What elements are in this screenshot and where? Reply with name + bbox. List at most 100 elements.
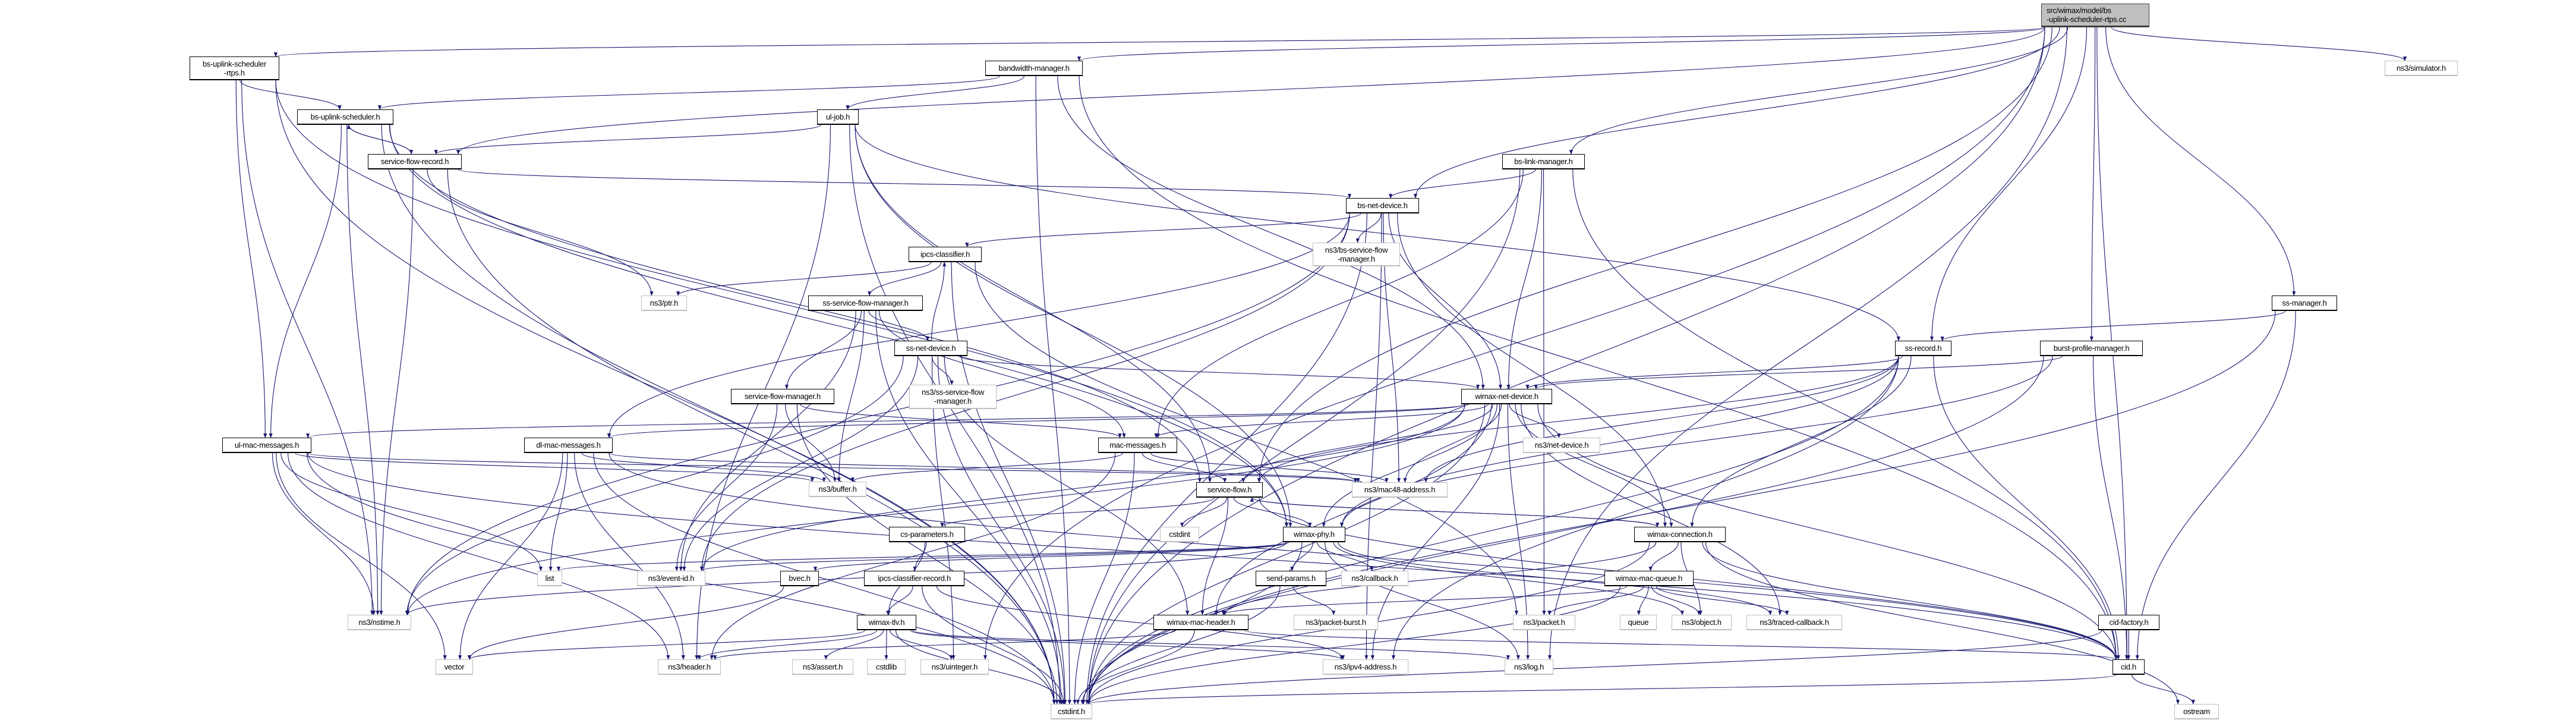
node-ns3-assert-h[interactable]: ns3/assert.h	[792, 659, 853, 675]
node-cs-parameters-h[interactable]: cs-parameters.h	[889, 527, 965, 542]
edge-uljob-to-sfr	[434, 124, 821, 155]
node-list[interactable]: list	[537, 571, 562, 586]
node-service-flow-manager-h[interactable]: service-flow-manager.h	[731, 389, 834, 404]
node-ss-net-device-h[interactable]: ss-net-device.h	[894, 341, 967, 356]
edge-sf-to-wmh	[1200, 497, 1229, 615]
edge-sfm-to-buffer	[785, 404, 837, 482]
edge-wconn-to-ostream	[1705, 542, 2180, 705]
edge-tlv-to-ipv4	[910, 630, 1344, 660]
edge-rtps_h-to-nstime	[241, 80, 374, 615]
edge-dlmm-to-cid	[608, 452, 2118, 660]
edge-wmq-to-queue	[1637, 586, 1649, 615]
node-ns3-uinteger-h[interactable]: ns3/uinteger.h	[920, 659, 989, 675]
node-send-params-h[interactable]: send-params.h	[1256, 571, 1326, 586]
node-ss-service-flow-manager-h[interactable]: ss-service-flow-manager.h	[808, 296, 923, 311]
node-ns3-net-device-h[interactable]: ns3/net-device.h	[1523, 438, 1600, 453]
edge-wmh-to-stdint	[1076, 630, 1195, 705]
edge-blm-to-wnd	[1506, 169, 1542, 389]
node-cid-factory-h[interactable]: cid-factory.h	[2098, 615, 2159, 630]
edge-ssfm-to-sfm	[784, 310, 862, 389]
node-mac-messages-h[interactable]: mac-messages.h	[1098, 438, 1177, 453]
node-ns3-packet-burst-h[interactable]: ns3/packet-burst.h	[1294, 615, 1378, 630]
edge-main-to-bwm	[1077, 27, 2045, 61]
edge-bwm-to-wnd	[1057, 76, 1485, 389]
edge-uljob-to-ssrec	[855, 124, 1901, 341]
edge-ipcs-to-packet	[975, 262, 1519, 615]
edge-wnd-to-mac48	[1403, 404, 1502, 483]
edge-phy-to-callback	[1317, 542, 1374, 571]
node-burst-profile-manager-h[interactable]: burst-profile-manager.h	[2040, 341, 2143, 356]
edge-blm-to-mm	[1156, 169, 1524, 438]
node-service-flow-record-h[interactable]: service-flow-record.h	[368, 154, 462, 169]
node-ns3-ptr-h[interactable]: ns3/ptr.h	[641, 296, 687, 311]
edge-bpm-to-stdint	[1086, 356, 2044, 705]
node-bs-uplink-scheduler-rtps-h[interactable]: bs-uplink-scheduler -rtps.h	[190, 56, 279, 80]
node-cid-h[interactable]: cid.h	[2112, 659, 2145, 675]
node-ns3-buffer-h[interactable]: ns3/buffer.h	[809, 482, 866, 497]
edge-mm-to-header	[710, 452, 1116, 660]
edge-rtps_h-to-ulmm	[235, 80, 267, 438]
node-bs-link-manager-h[interactable]: bs-link-manager.h	[1502, 154, 1585, 169]
node-ns3-ipv4-address-h[interactable]: ns3/ipv4-address.h	[1323, 659, 1408, 675]
node-ns3-object-h[interactable]: ns3/object.h	[1672, 615, 1732, 630]
node-wimax-mac-queue-h[interactable]: wimax-mac-queue.h	[1604, 571, 1694, 586]
node-ss-record-h[interactable]: ss-record.h	[1895, 341, 1951, 356]
edge-main-to-bnd	[1413, 27, 2060, 199]
edge-ssmgr-to-ssrec	[1940, 310, 2286, 341]
node-ns3-traced-callback-h[interactable]: ns3/traced-callback.h	[1746, 615, 1842, 630]
node-ss-manager-h[interactable]: ss-manager.h	[2272, 296, 2337, 311]
node-ostream[interactable]: ostream	[2174, 704, 2219, 719]
edge-wnd-to-sf	[1241, 404, 1493, 483]
edge-sfr-to-nstime	[379, 169, 414, 615]
edge-bwm-to-cid	[1079, 76, 2118, 660]
node-ns3-event-id-h[interactable]: ns3/event-id.h	[637, 571, 705, 586]
node-ns3-packet-h[interactable]: ns3/packet.h	[1513, 615, 1575, 630]
edge-sfm-to-eventid	[674, 404, 778, 571]
node-ns3-bs-service-flow-manager-h[interactable]: ns3/bs-service-flow -manager.h	[1313, 243, 1400, 266]
node-cstdlib[interactable]: cstdlib	[867, 659, 906, 675]
node-wimax-tlv-h[interactable]: wimax-tlv.h	[857, 615, 916, 630]
edge-main-to-sim	[2111, 27, 2407, 61]
node-service-flow-h[interactable]: service-flow.h	[1196, 482, 1263, 498]
node-ns3-nstime-h[interactable]: ns3/nstime.h	[348, 615, 411, 630]
node-cstdint[interactable]: cstdint	[1160, 527, 1199, 542]
node-ipcs-classifier-record-h[interactable]: ipcs-classifier-record.h	[864, 571, 964, 586]
node-wimax-mac-header-h[interactable]: wimax-mac-header.h	[1153, 615, 1248, 630]
edge-sf-to-csp	[940, 497, 1215, 527]
node-ns3-log-h[interactable]: ns3/log.h	[1505, 659, 1553, 675]
edge-wconn-to-wmq	[1648, 542, 1679, 571]
edge-cid-to-ostream	[2132, 674, 2195, 705]
node-ns3-ss-service-flow-manager-h[interactable]: ns3/ss-service-flow -manager.h	[909, 385, 997, 409]
node-dl-mac-messages-h[interactable]: dl-mac-messages.h	[524, 438, 613, 453]
edge-bvec-to-vector	[467, 586, 784, 660]
node-queue[interactable]: queue	[1620, 615, 1657, 630]
node-wimax-connection-h[interactable]: wimax-connection.h	[1634, 527, 1726, 542]
edge-icr-to-ipv4	[936, 586, 1345, 660]
node-ns3-simulator-h[interactable]: ns3/simulator.h	[2385, 61, 2458, 76]
node-ul-job-h[interactable]: ul-job.h	[817, 109, 859, 125]
node-bandwidth-manager-h[interactable]: bandwidth-manager.h	[985, 61, 1083, 76]
node-vector[interactable]: vector	[436, 659, 473, 675]
edge-main-to-rtps_h	[274, 27, 2045, 57]
node-bvec-h[interactable]: bvec.h	[780, 571, 819, 586]
edge-main-to-stdint	[1086, 27, 2045, 705]
edge-bwm-to-stdint	[1035, 76, 1071, 705]
node-ul-mac-messages-h[interactable]: ul-mac-messages.h	[222, 438, 311, 453]
node-bs-net-device-h[interactable]: bs-net-device.h	[1346, 198, 1419, 213]
node-src-wimax-model-bs-uplink-scheduler-rtps-cc[interactable]: src/wimax/model/bs -uplink-scheduler-rtp…	[2041, 4, 2149, 27]
edge-ssmgr-to-stdint	[1086, 310, 2276, 705]
edge-cidf-to-stdint	[1087, 630, 2102, 705]
node-ipcs-classifier-h[interactable]: ipcs-classifier.h	[909, 247, 982, 262]
edge-ipcs-to-ptr	[676, 262, 932, 296]
node-wimax-phy-h[interactable]: wimax-phy.h	[1283, 527, 1345, 542]
node-cstdint-h[interactable]: cstdint.h	[1051, 704, 1092, 719]
node-wimax-net-device-h[interactable]: wimax-net-device.h	[1461, 389, 1552, 404]
edge-sfr-to-bus	[346, 124, 412, 155]
node-ns3-mac48-address-h[interactable]: ns3/mac48-address.h	[1352, 482, 1448, 498]
edge-blm-to-bnd	[1389, 169, 1536, 199]
edge-tlv-to-log	[912, 630, 1510, 660]
node-bs-uplink-scheduler-h[interactable]: bs-uplink-scheduler.h	[297, 109, 393, 125]
edge-bus-to-sf	[389, 124, 1202, 483]
node-ns3-header-h[interactable]: ns3/header.h	[658, 659, 721, 675]
node-ns3-callback-h[interactable]: ns3/callback.h	[1341, 571, 1408, 586]
